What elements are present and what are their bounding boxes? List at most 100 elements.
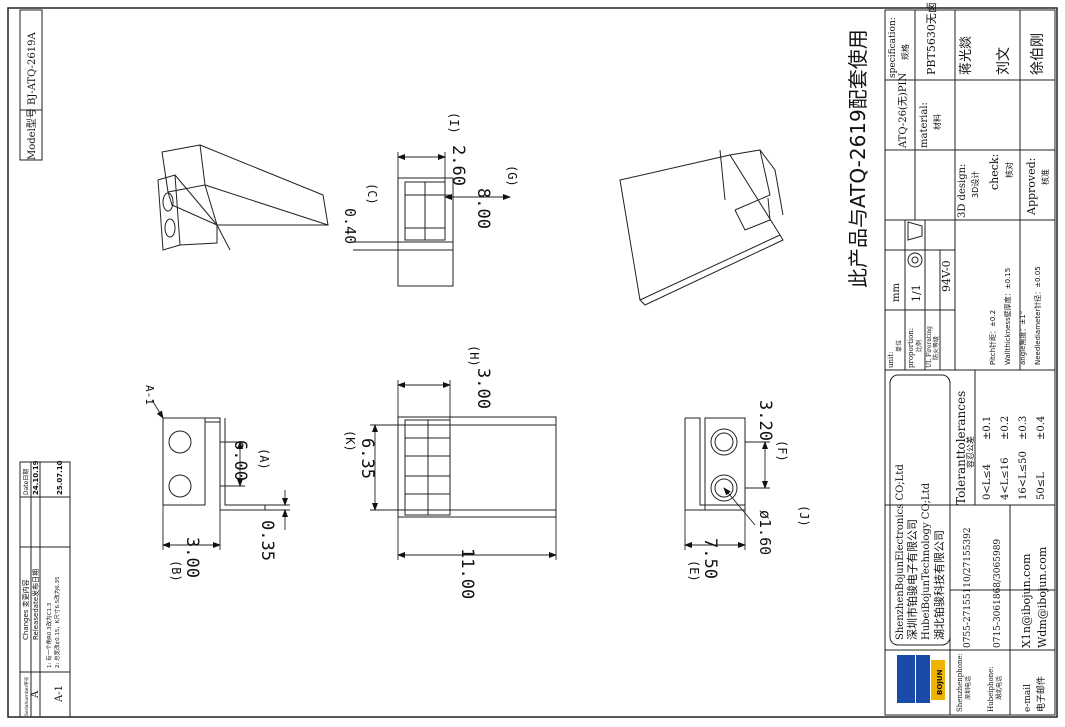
company-line-2: 深圳市铂骏电子有限公司	[905, 519, 919, 640]
rev-subheader-release: Releasedate发布日期	[31, 569, 40, 640]
dim-k-tag: (K)	[343, 430, 357, 452]
dimension-lines	[151, 152, 770, 560]
rev-header-date: Date日期	[22, 469, 30, 495]
material-label: material:	[919, 102, 930, 148]
tolerance-title-cn: 容忍公差	[965, 436, 975, 468]
tol-note-3: angle角度：±1°	[1018, 311, 1027, 365]
logo-text: BOJUN	[936, 669, 944, 695]
dim-c-value: 0.40	[341, 208, 359, 244]
ul-label-cn: 防火等级	[932, 336, 940, 360]
dim-length-value: 11.00	[457, 548, 477, 599]
ul-value: 94V-0	[940, 260, 953, 292]
approved-label-cn: 核准	[1040, 169, 1050, 185]
dim-a-tag: (A)	[257, 448, 271, 470]
tol-value-3: ±0.3	[1018, 416, 1029, 440]
tol-range-2: 4<L≤16	[1000, 458, 1011, 501]
dim-b-tag: (B)	[169, 560, 183, 582]
tol-note-1: Pitch针距：±0.2	[988, 310, 997, 365]
dim-e-value: 7.50	[700, 538, 720, 579]
spec-label: specification:	[888, 17, 898, 78]
approved-label: Approved:	[1025, 158, 1038, 216]
dim-b-value: 3.00	[182, 537, 202, 578]
rev-header-serial: Serialnumber序号	[23, 676, 30, 716]
dim-f-value: 3.20	[755, 400, 775, 441]
tol-range-3: 16<L≤50	[1018, 451, 1029, 500]
check-value: 刘文	[996, 47, 1012, 75]
rev-row-2-date: 25.07.10	[56, 460, 64, 495]
revision-table: Serialnumber序号 Changes 变更内容 Date日期 Relea…	[19, 460, 71, 718]
check-label: check:	[988, 154, 1001, 190]
dim-g-value: 8.00	[473, 188, 493, 229]
proportion-label: proportion:	[907, 328, 915, 368]
dim-i-value: 2.60	[448, 145, 468, 186]
tol-note-2: Wallthickness壁厚度：±0.15	[1003, 268, 1012, 365]
tol-range-1: 0<L≤4	[982, 464, 993, 500]
material-label-cn: 材料	[932, 114, 942, 130]
tolerance-title: Toleranttolerances	[954, 391, 968, 505]
dim-e-tag: (E)	[687, 560, 701, 582]
model-value: BJ-ATQ-2619A	[27, 32, 38, 105]
material-value: PBT5630无卤	[925, 2, 938, 75]
company-line-4: 湖北铂骏科技有限公司	[932, 530, 946, 640]
unit-value: mm	[891, 283, 902, 302]
approved-value: 徐伯刚	[1030, 33, 1046, 75]
email-label: e-mail	[1023, 684, 1033, 712]
rev-row-2-change-2: 2: 总宽改¢0.15，K尺寸6.5改为6.35	[53, 576, 61, 668]
dim-i-tag: (I)	[447, 112, 461, 134]
design-value: 蒋光燚	[959, 36, 974, 75]
sz-phone-label: Shenzhenphone:	[956, 653, 964, 712]
projection-symbol-icon	[907, 221, 923, 268]
dim-c-tag: (C)	[365, 183, 379, 205]
end-view-right	[684, 417, 746, 511]
rev-row-1-date: 24.10.19	[32, 460, 40, 495]
drawing-headline: 此产品与ATQ-2619配套使用	[846, 29, 870, 288]
tol-value-4: ±0.4	[1036, 416, 1047, 440]
bojun-logo: BOJUN	[897, 655, 945, 703]
title-block: specification: 规格 ATQ-26(无)PIN material:…	[884, 2, 1056, 716]
sheet-border	[7, 7, 1058, 718]
model-label: Model型号	[25, 108, 38, 160]
rev-row-2-serial: A-1	[54, 685, 65, 703]
hb-phone-label-cn: 湖北电话	[995, 676, 1003, 700]
dim-h-value: 3.00	[473, 368, 493, 409]
dim-j-tag: (J)	[797, 505, 811, 527]
rev-header-changes: Changes 变更内容	[21, 579, 30, 640]
email-2: Wdm@ibojun.com	[1036, 546, 1049, 648]
iso-view-right	[619, 149, 784, 306]
revision-mark-a1: A-1	[143, 385, 156, 405]
sz-phone: 0755-27155110/27155392	[963, 527, 973, 648]
company-line-3: HubeiBojunTechnology CO;Ltd	[921, 482, 932, 640]
iso-view-left	[157, 144, 329, 251]
dim-a-value: 6.00	[230, 440, 250, 481]
dim-h-tag: (H)	[467, 345, 481, 367]
dim-g-tag: (G)	[505, 165, 519, 187]
ul-label: UL Firerating	[926, 326, 933, 368]
hb-phone: 0715-3061868/3065989	[993, 539, 1003, 648]
unit-label: unit:	[887, 352, 895, 368]
spec-label-cn: 规格	[900, 44, 910, 60]
email-label-cn: 电子邮件	[1035, 676, 1047, 712]
tol-range-4: 50≤L	[1036, 472, 1047, 500]
tol-note-4: Needlediameter针径：±0.05	[1033, 266, 1042, 365]
tol-value-2: ±0.2	[1000, 416, 1011, 440]
side-view-middle	[397, 416, 557, 518]
side-view-top	[397, 177, 454, 287]
sz-phone-label-cn: 深圳电话	[964, 676, 972, 700]
design-label-cn: 3D设计	[970, 171, 980, 198]
dim-j-value: ø1.60	[756, 510, 774, 555]
proportion-label-cn: 比例	[915, 340, 923, 352]
tol-value-1: ±0.1	[982, 416, 993, 440]
unit-label-cn: 单位	[895, 340, 903, 352]
hb-phone-label: Hubeiphone:	[987, 666, 995, 712]
dim-f-tag: (F)	[775, 440, 789, 462]
model-box: Model型号 BJ-ATQ-2619A	[19, 9, 43, 161]
company-line-1: ShenzhenBojunElectronics CO;Ltd	[895, 464, 906, 640]
dimension-texts: 6.00 (A) 3.00 (B) 0.35 A-1 0.40 (C) 2.60…	[143, 112, 811, 599]
rev-row-1-serial: A	[30, 690, 41, 699]
dim-k-value: 6.35	[357, 438, 377, 479]
spec-value: ATQ-26(无)PIN	[898, 73, 909, 149]
rev-row-2-change-1: 1: 有一个角R0.3改为C1.3	[45, 602, 53, 668]
dim-thickness-value: 0.35	[257, 520, 277, 561]
email-1: X1n@ibojun.com	[1020, 553, 1033, 648]
